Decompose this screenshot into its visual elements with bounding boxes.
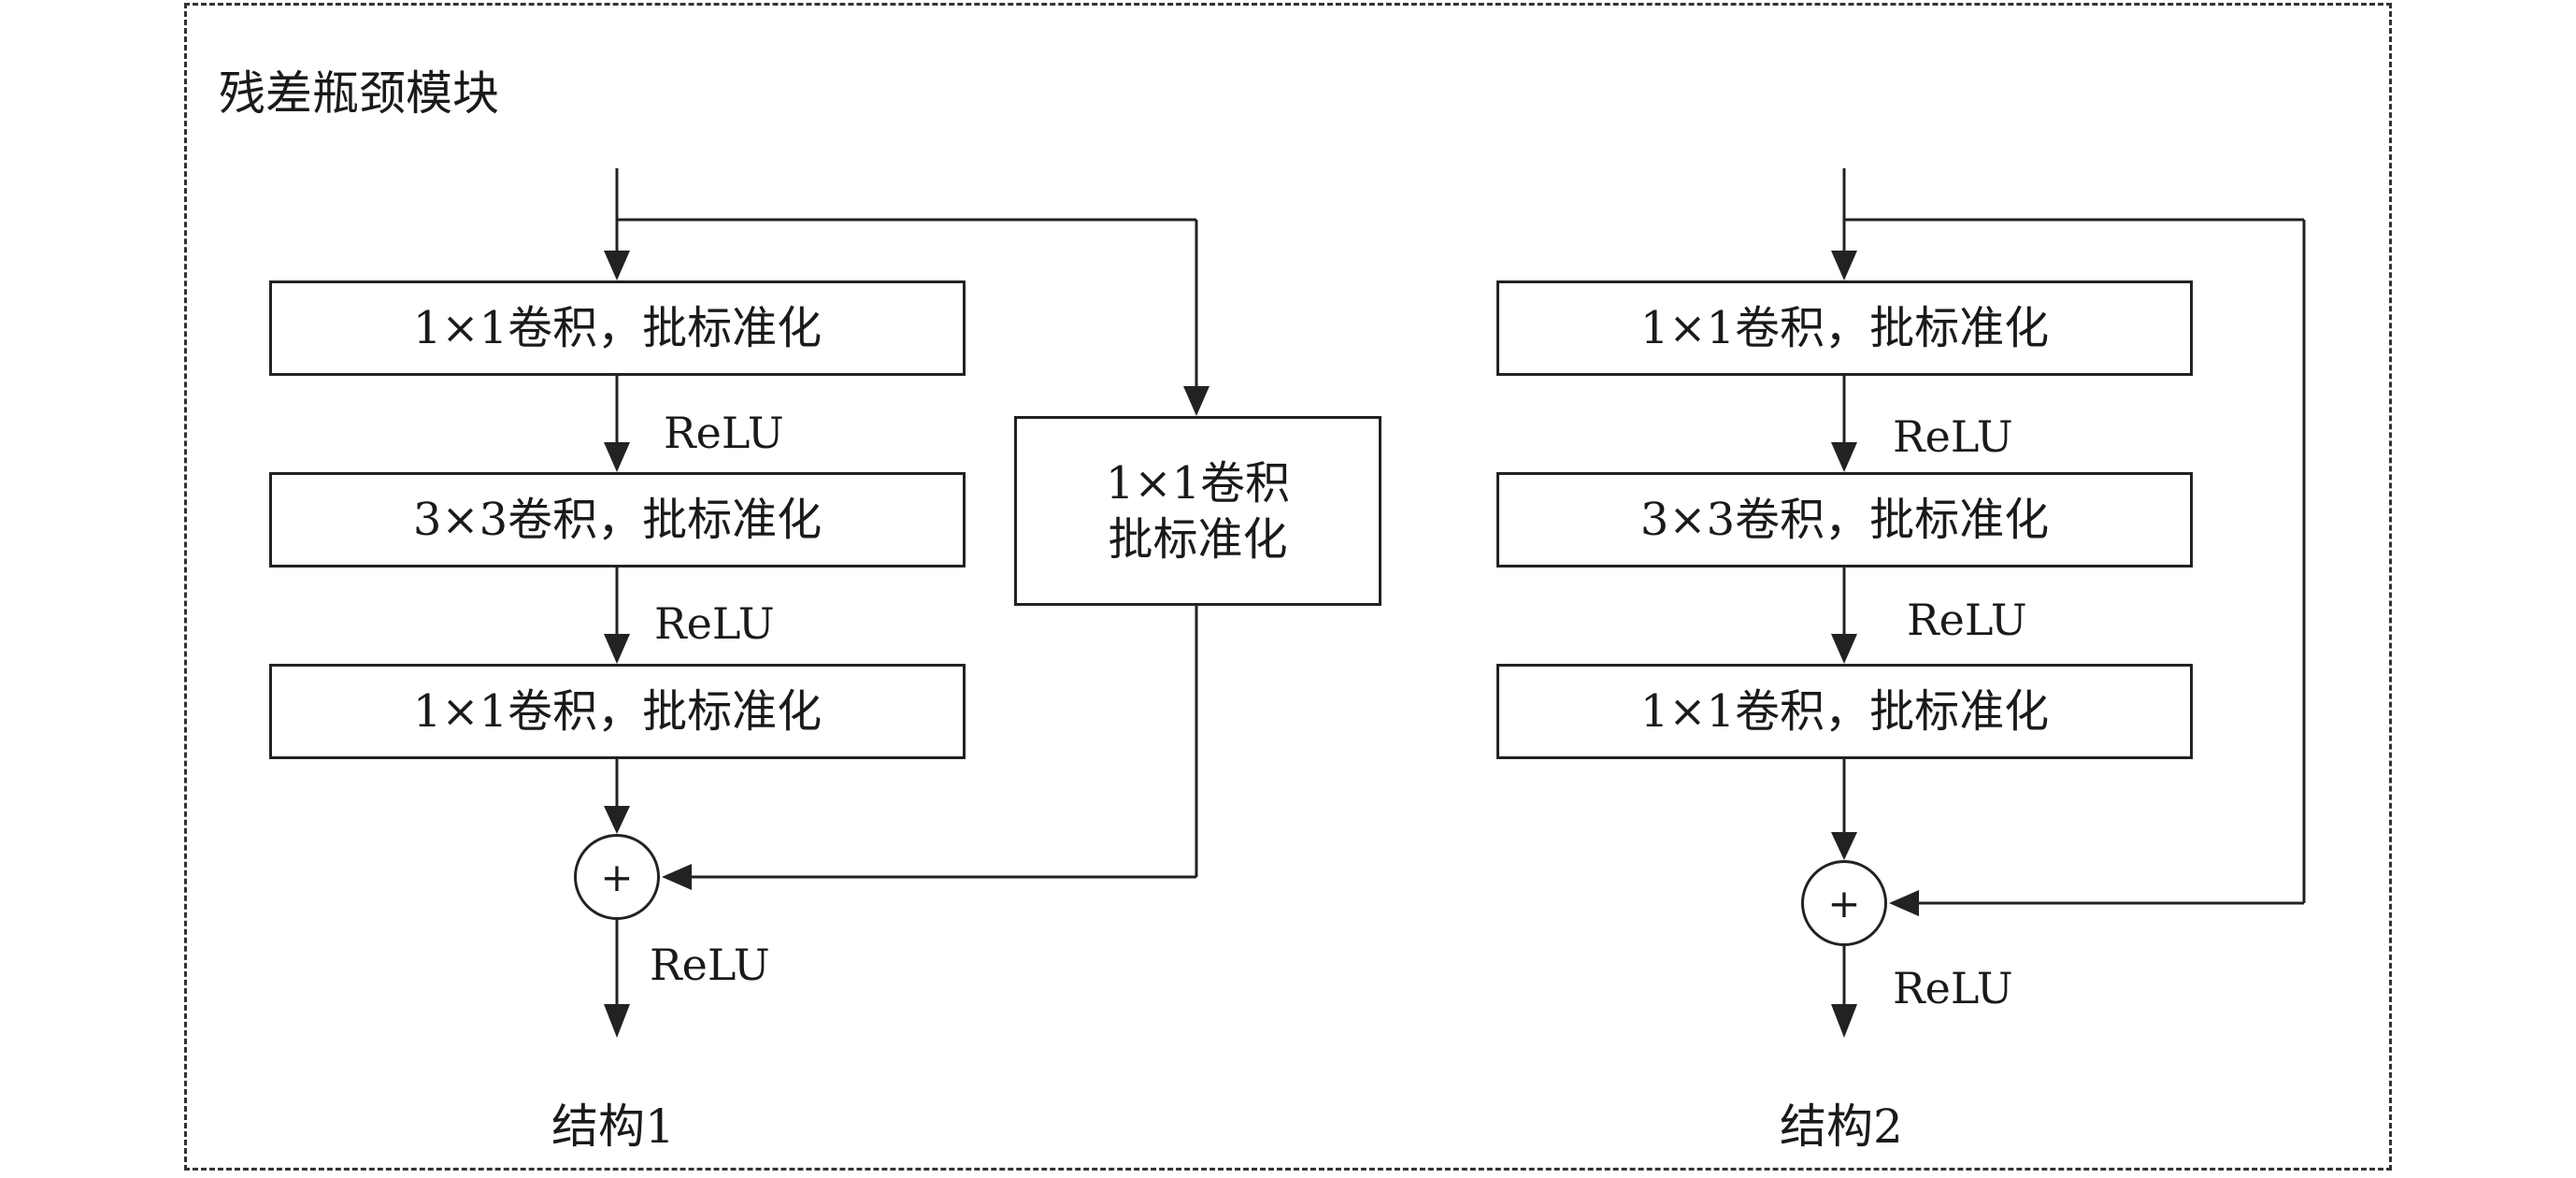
s1-relu-label-1: ReLU	[664, 408, 784, 458]
s1-relu-label-2: ReLU	[654, 598, 775, 649]
s2-sum-node: +	[1801, 860, 1887, 946]
s1-shortcut-line2: 批标准化	[1108, 512, 1288, 566]
s2-arrow-into-box1	[1831, 251, 1857, 280]
s2-arrow-into-box3	[1831, 634, 1857, 664]
s2-arrow-into-box2	[1831, 442, 1857, 472]
s1-caption: 结构1	[551, 1099, 675, 1154]
s2-relu-label-out: ReLU	[1893, 963, 2013, 1013]
s2-conv1x1-bn-box-2: 1×1卷积，批标准化	[1496, 664, 2193, 759]
s1-conv1x1-bn-box-2: 1×1卷积，批标准化	[269, 664, 966, 759]
module-frame	[184, 3, 2392, 1171]
s2-conv1x1-bn-box: 1×1卷积，批标准化	[1496, 280, 2193, 376]
s1-arrow-output	[604, 1004, 630, 1038]
s2-relu-label-2: ReLU	[1907, 595, 2027, 645]
s1-arrow-into-sum-side	[662, 864, 692, 890]
s1-relu-label-out: ReLU	[650, 940, 770, 990]
s2-arrow-into-sum-top	[1831, 832, 1857, 860]
s1-shortcut-line1: 1×1卷积	[1105, 456, 1291, 510]
s2-conv3x3-bn-box: 3×3卷积，批标准化	[1496, 472, 2193, 567]
s1-arrow-into-shortcut	[1183, 386, 1209, 416]
s1-sum-node: +	[574, 834, 660, 920]
s2-arrow-output	[1831, 1004, 1857, 1038]
module-title: 残差瓶颈模块	[219, 66, 499, 121]
s2-relu-label-1: ReLU	[1893, 411, 2013, 462]
s1-arrow-into-box2	[604, 442, 630, 472]
s1-arrow-into-box1	[604, 251, 630, 280]
s1-conv1x1-bn-box: 1×1卷积，批标准化	[269, 280, 966, 376]
s1-arrow-into-box3	[604, 634, 630, 664]
s2-arrow-into-sum-side	[1889, 890, 1919, 916]
s1-arrow-into-sum-top	[604, 806, 630, 834]
s2-caption: 结构2	[1780, 1099, 1903, 1154]
s1-shortcut-conv-box: 1×1卷积 批标准化	[1014, 416, 1381, 606]
s1-conv3x3-bn-box: 3×3卷积，批标准化	[269, 472, 966, 567]
